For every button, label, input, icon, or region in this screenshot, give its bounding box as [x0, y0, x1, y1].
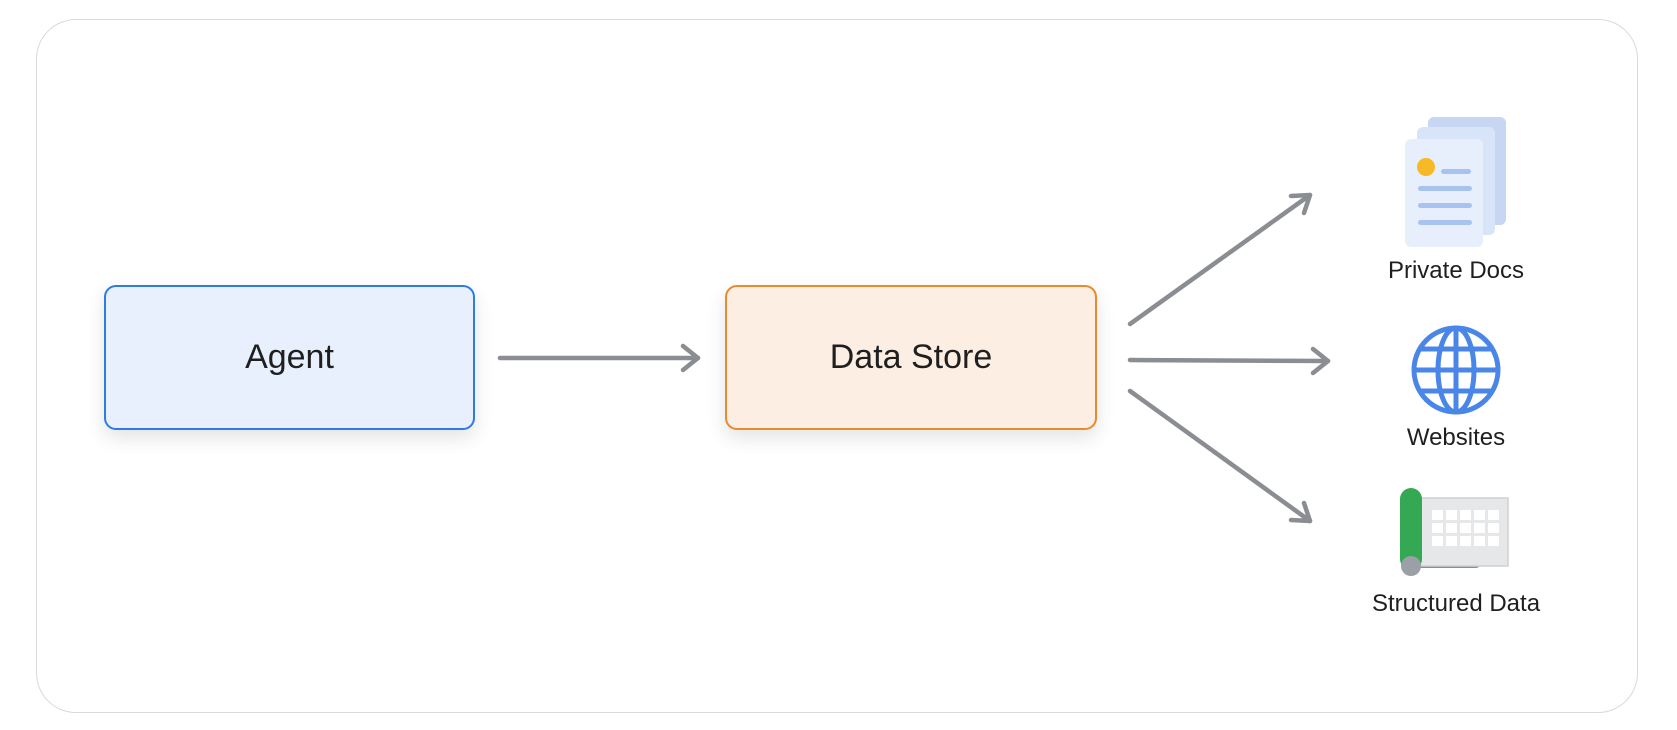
agent-node: Agent [104, 285, 475, 430]
agent-label: Agent [245, 338, 334, 376]
globe-icon [1411, 325, 1501, 415]
data-store-label: Data Store [829, 338, 993, 376]
arrow-agent-to-store [497, 343, 701, 373]
source-label-websites: Websites [1406, 424, 1506, 451]
documents-icon [1405, 117, 1506, 247]
arrow-store-to-structured-data [1127, 388, 1313, 524]
arrow-store-to-websites [1127, 346, 1331, 376]
arrow-store-to-private-docs [1127, 192, 1313, 327]
source-label-private-docs: Private Docs [1387, 257, 1525, 284]
source-label-structured-data: Structured Data [1371, 590, 1541, 617]
data-store-node: Data Store [725, 285, 1097, 430]
spreadsheet-icon [1400, 488, 1509, 576]
